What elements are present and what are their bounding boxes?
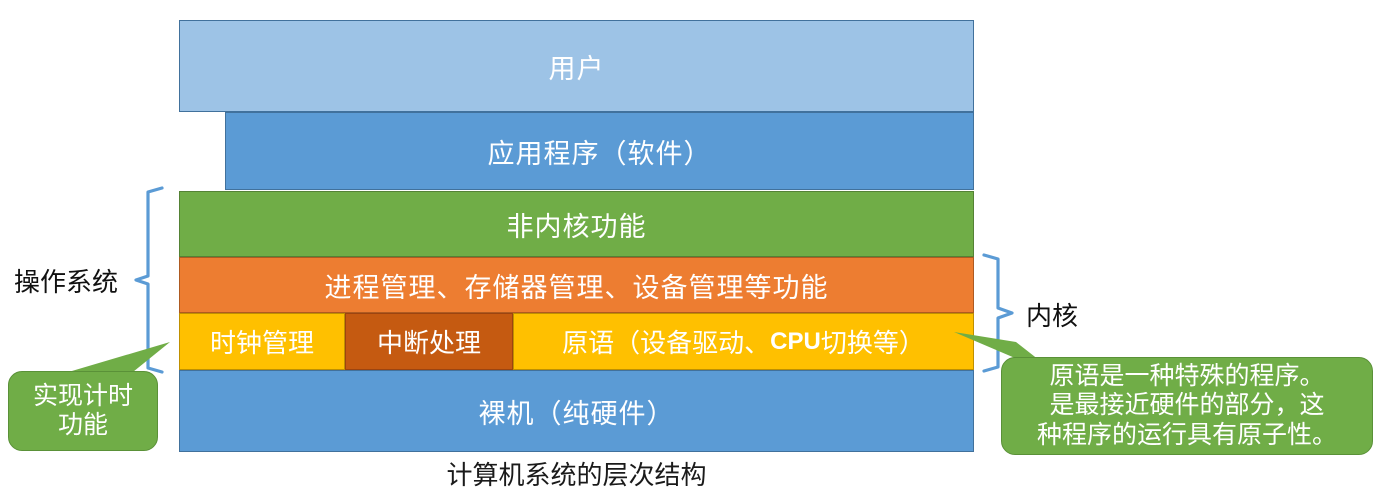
diagram-caption: 计算机系统的层次结构 <box>446 461 707 490</box>
callout-primitive-explanation-line1: 原语是一种特殊的程序。 <box>1049 362 1325 390</box>
callout-primitive-explanation-line3: 种程序的运行具有原子性。 <box>1036 421 1337 449</box>
layer-management-functions-label: 进程管理、存储器管理、设备管理等功能 <box>324 272 829 303</box>
callout-clock-function-line1: 实现计时 <box>32 382 133 410</box>
kernel-cell-primitives-label-cpu: CPU <box>770 327 821 355</box>
kernel-cell-interrupt-handling-label: 中断处理 <box>376 329 481 358</box>
layer-user-label: 用户 <box>548 53 605 84</box>
kernel-cell-primitives-label-before: 原语（设备驱动、 <box>562 329 771 358</box>
layer-non-kernel-label: 非内核功能 <box>506 211 647 242</box>
layer-user: 用户 <box>179 20 974 112</box>
brace-right-kernel <box>982 253 1014 373</box>
callout-primitive-explanation-line2: 是最接近硬件的部分，这 <box>1049 392 1325 420</box>
layer-non-kernel: 非内核功能 <box>179 191 974 257</box>
brace-left-operating-system <box>134 186 164 374</box>
kernel-cell-interrupt-handling: 中断处理 <box>345 313 513 370</box>
layer-application-label: 应用程序（软件） <box>487 138 712 169</box>
layer-bare-machine-label: 裸机（纯硬件） <box>478 398 675 429</box>
label-operating-system: 操作系统 <box>14 268 119 297</box>
kernel-cell-clock-management-label: 时钟管理 <box>209 329 314 358</box>
label-kernel: 内核 <box>1026 302 1079 331</box>
kernel-cell-primitives-label-after: 切换等） <box>820 329 925 358</box>
kernel-cell-clock-management: 时钟管理 <box>179 313 345 370</box>
layer-management-functions: 进程管理、存储器管理、设备管理等功能 <box>179 257 974 313</box>
callout-clock-function-line2: 功能 <box>57 412 108 439</box>
layer-bare-machine: 裸机（纯硬件） <box>179 370 974 452</box>
layer-application: 应用程序（软件） <box>225 112 974 190</box>
callout-primitive-explanation: 原语是一种特殊的程序。 是最接近硬件的部分，这 种程序的运行具有原子性。 <box>1001 357 1373 455</box>
callout-clock-function: 实现计时 功能 <box>8 371 158 451</box>
